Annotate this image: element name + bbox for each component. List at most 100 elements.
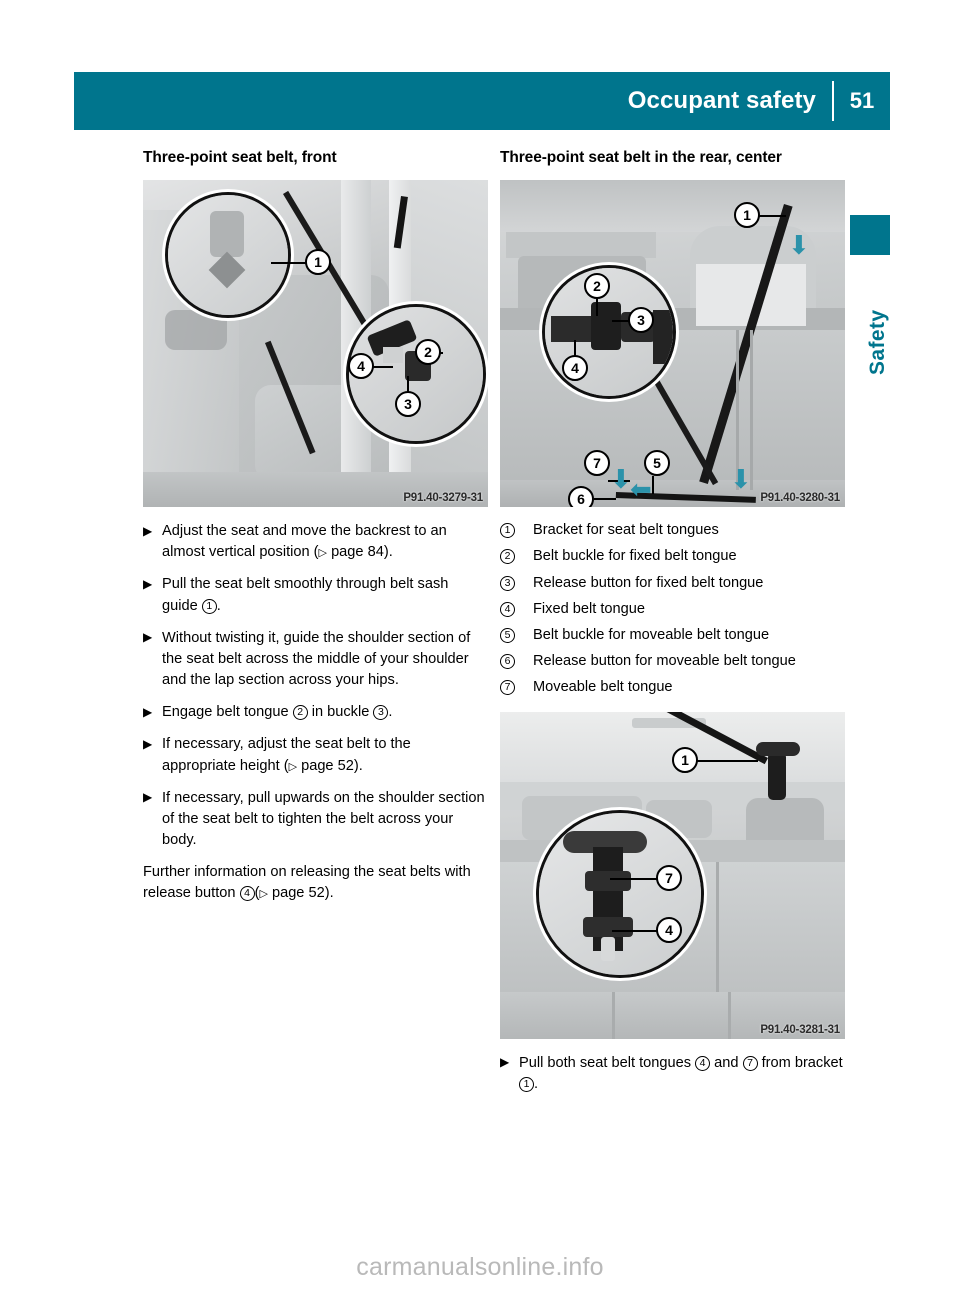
instruction-step: ▶If necessary, pull upwards on the shoul… bbox=[143, 789, 485, 849]
figure-callout-rear-2: 2 bbox=[584, 273, 610, 300]
left-section-heading: Three-point seat belt, front bbox=[143, 149, 337, 166]
legend-label: Release button for moveable belt tongue bbox=[533, 653, 796, 670]
leader-line-bench-4 bbox=[612, 929, 658, 932]
triangle-right-icon: ▶ bbox=[143, 523, 153, 538]
instruction-step: ▶Adjust the seat and move the backrest t… bbox=[143, 523, 447, 561]
callout-ref-4: 4 bbox=[239, 886, 255, 902]
teal-arrow-down-right: ⬇ bbox=[788, 230, 810, 261]
figure-callout-rear-4: 4 bbox=[562, 355, 588, 382]
callout-ref-1: 1 bbox=[519, 1077, 534, 1093]
leader-line-3 bbox=[407, 376, 409, 403]
triangle-right-icon: ▶ bbox=[143, 736, 153, 751]
callout-ref-5: 5 bbox=[500, 627, 515, 643]
callout-ref-3: 3 bbox=[500, 575, 515, 591]
triangle-right-icon: ▶ bbox=[143, 630, 153, 645]
legend-number-4: 4 bbox=[500, 600, 515, 620]
left-column: Three-point seat belt, front 1 bbox=[143, 148, 488, 915]
figure-callout-rear-6: 6 bbox=[568, 486, 594, 508]
leader-line-rear-5 bbox=[652, 476, 654, 495]
legend-item: 5 Belt buckle for moveable belt tongue bbox=[500, 626, 845, 646]
triangle-right-outline-icon: ▷ bbox=[259, 888, 268, 901]
figure-rear-center-belt: 2 3 4 1 7 6 5 ⬇ ⬇ ⬇ ⬅ P91.40-3280-31 bbox=[500, 180, 845, 508]
figure-rear-bench-caption: P91.40-3281-31 bbox=[760, 1023, 840, 1036]
figure-callout-4: 4 bbox=[348, 353, 374, 380]
callout-ref-2: 2 bbox=[292, 705, 308, 721]
instruction-step: ▶Pull the seat belt smoothly through bel… bbox=[143, 576, 449, 614]
figure-callout-2: 2 bbox=[415, 339, 441, 366]
callout-ref-2: 2 bbox=[500, 549, 515, 565]
leader-line-rear-3 bbox=[612, 320, 630, 323]
figure-callout-3: 3 bbox=[395, 391, 421, 418]
page-number: 51 bbox=[849, 88, 875, 113]
site-watermark: carmanualsonline.info bbox=[356, 1253, 604, 1281]
leader-line-rear-4 bbox=[574, 340, 576, 361]
leader-line-4 bbox=[369, 366, 393, 369]
figure-rear-bench-photo bbox=[500, 711, 845, 1039]
legend-label: Belt buckle for fixed belt tongue bbox=[533, 548, 737, 565]
leader-line-bench-7 bbox=[610, 877, 658, 880]
teal-arrow-down-left: ⬇ bbox=[610, 464, 632, 495]
leader-line-rear-1 bbox=[758, 215, 786, 218]
callout-ref-1: 1 bbox=[500, 523, 515, 539]
right-section-heading: Three-point seat belt in the rear, cente… bbox=[500, 149, 782, 166]
triangle-right-icon: ▶ bbox=[143, 576, 153, 591]
legend-item: 3 Release button for fixed belt tongue bbox=[500, 574, 845, 594]
instruction-step: ▶Without twisting it, guide the shoulder… bbox=[143, 629, 471, 689]
header-divider bbox=[832, 81, 834, 121]
figure-rear-center-caption: P91.40-3280-31 bbox=[760, 492, 840, 505]
figure-callout-bench-7: 7 bbox=[656, 864, 682, 891]
legend-label: Fixed belt tongue bbox=[533, 600, 645, 617]
section-tab-marker bbox=[850, 215, 890, 255]
legend-label: Release button for fixed belt tongue bbox=[533, 574, 764, 591]
triangle-right-icon: ▶ bbox=[143, 790, 153, 805]
legend-number-3: 3 bbox=[500, 574, 515, 594]
callout-ref-7: 7 bbox=[742, 1055, 758, 1071]
triangle-right-outline-icon: ▷ bbox=[288, 760, 298, 773]
figure-callout-rear-7: 7 bbox=[584, 450, 610, 477]
magnifier-lens-1 bbox=[165, 192, 291, 319]
figure-front-seat-belt: 1 2 4 3 P91.40-3279-31 bbox=[143, 180, 488, 508]
teal-arrow-left: ⬅ bbox=[630, 474, 652, 505]
legend-label: Belt buckle for moveable belt tongue bbox=[533, 626, 770, 643]
magnifier-lens-bench bbox=[536, 809, 704, 978]
callout-ref-4: 4 bbox=[695, 1055, 711, 1071]
page-reference[interactable]: ▷ page 52 bbox=[259, 885, 325, 902]
legend-number-7: 7 bbox=[500, 678, 515, 698]
callout-ref-7: 7 bbox=[500, 680, 515, 696]
legend-label: Bracket for seat belt tongues bbox=[533, 522, 719, 539]
legend-label: Moveable belt tongue bbox=[533, 679, 673, 696]
instruction-step: ▶Pull both seat belt tongues 4 and 7 fro… bbox=[500, 1054, 843, 1093]
leader-line-rear-2 bbox=[596, 298, 598, 317]
page-title: Occupant safety bbox=[627, 87, 816, 114]
triangle-right-icon: ▶ bbox=[143, 704, 153, 719]
page-reference[interactable]: ▷ page 84 bbox=[318, 544, 384, 561]
left-closing-paragraph: Further information on releasing the sea… bbox=[143, 864, 471, 902]
leader-line-rear-7 bbox=[608, 480, 630, 483]
instruction-step: ▶If necessary, adjust the seat belt to t… bbox=[143, 736, 411, 774]
triangle-right-icon: ▶ bbox=[500, 1055, 510, 1070]
legend-number-1: 1 bbox=[500, 521, 515, 541]
figure-callout-rear-5: 5 bbox=[644, 450, 670, 477]
right-steps-list: ▶Pull both seat belt tongues 4 and 7 fro… bbox=[500, 1053, 845, 1095]
legend-number-5: 5 bbox=[500, 626, 515, 646]
callout-ref-6: 6 bbox=[500, 654, 515, 670]
legend-number-2: 2 bbox=[500, 547, 515, 567]
leader-line-rear-6 bbox=[594, 498, 616, 501]
legend-item: 6 Release button for moveable belt tongue bbox=[500, 652, 845, 672]
callout-ref-3: 3 bbox=[373, 705, 389, 721]
figure-front-caption: P91.40-3279-31 bbox=[403, 492, 483, 505]
leader-line-bench-1 bbox=[696, 759, 758, 762]
figure-callout-rear-1: 1 bbox=[734, 202, 760, 229]
legend-item: 2 Belt buckle for fixed belt tongue bbox=[500, 547, 845, 567]
legend-item: 1 Bracket for seat belt tongues bbox=[500, 521, 845, 541]
legend-number-6: 6 bbox=[500, 652, 515, 672]
figure-callout-bench-1: 1 bbox=[672, 746, 698, 773]
magnifier-lens-2 bbox=[346, 304, 486, 445]
callout-ref-1: 1 bbox=[201, 598, 217, 614]
right-column: Three-point seat belt in the rear, cente… bbox=[500, 148, 845, 1106]
leader-line-1 bbox=[271, 262, 307, 265]
teal-arrow-down-mid: ⬇ bbox=[730, 464, 752, 495]
instruction-step: ▶Engage belt tongue 2 in buckle 3. bbox=[143, 704, 393, 721]
page-reference[interactable]: ▷ page 52 bbox=[288, 757, 354, 774]
